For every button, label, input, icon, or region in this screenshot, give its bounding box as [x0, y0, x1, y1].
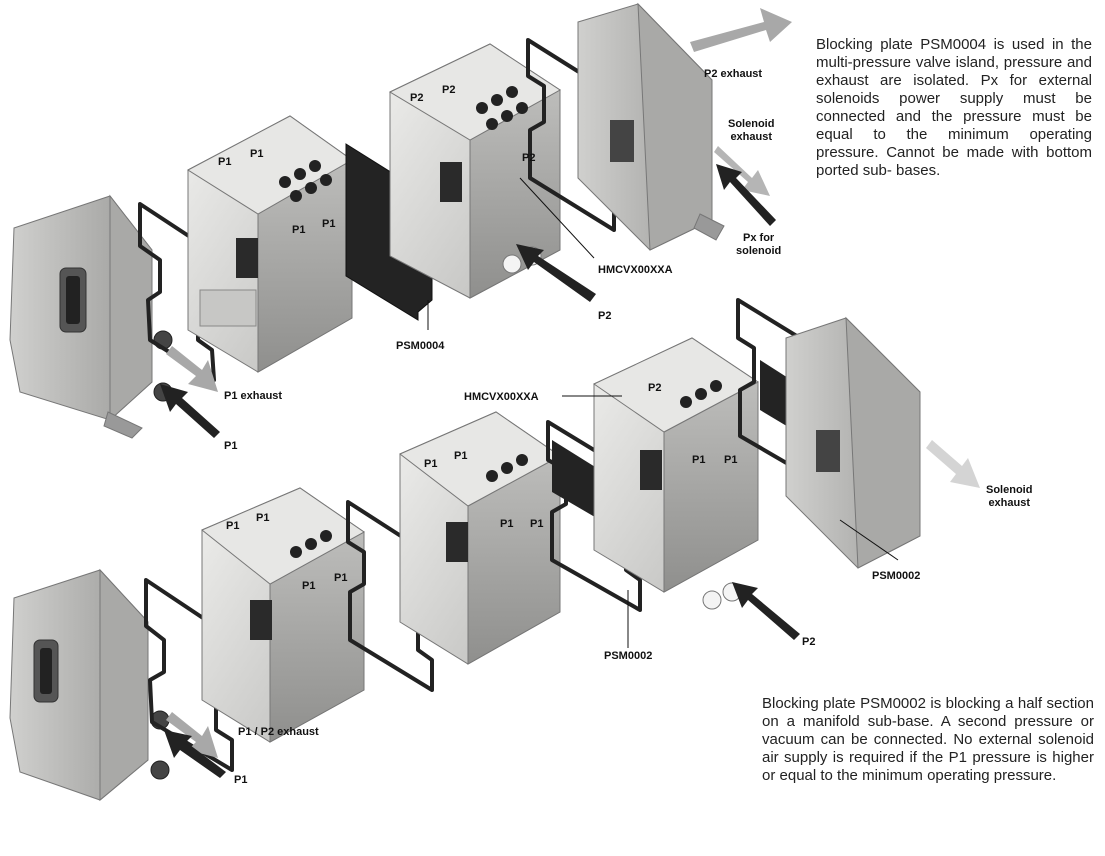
- top-valve-block-1: [188, 116, 352, 372]
- valve-mark-p1: P1: [334, 572, 347, 585]
- px-solenoid-label: Px for solenoid: [736, 232, 781, 258]
- valve-mark-p2: P2: [522, 152, 535, 165]
- p2-exhaust-label: P2 exhaust: [704, 68, 762, 81]
- solenoid-exhaust-line-1: Solenoid: [728, 118, 774, 131]
- valve-mark-p1: P1: [724, 454, 737, 467]
- p2-label-bottom: P2: [802, 636, 815, 649]
- p1-label-top: P1: [224, 440, 237, 453]
- p1-exhaust-label: P1 exhaust: [224, 390, 282, 403]
- bottom-valve-block-3: [594, 338, 758, 609]
- valve-mark-p2: P2: [648, 382, 661, 395]
- bottom-end-plate-right: [786, 318, 920, 568]
- p1-top-arrow: [160, 384, 220, 438]
- px-line-2: solenoid: [736, 245, 781, 258]
- valve-mark-p2: P2: [442, 84, 455, 97]
- valve-mark-p1: P1: [530, 518, 543, 531]
- psm0002-label-right: PSM0002: [872, 570, 920, 583]
- p2-label-top: P2: [598, 310, 611, 323]
- solenoid-exhaust-label-top: Solenoid exhaust: [728, 118, 774, 144]
- solenoid-exhaust-bottom-line-2: exhaust: [986, 497, 1032, 510]
- p2-bottom-arrow: [732, 582, 800, 640]
- p1-p2-exhaust-label: P1 / P2 exhaust: [238, 726, 319, 739]
- valve-mark-p1: P1: [218, 156, 231, 169]
- solenoid-exhaust-label-bottom: Solenoid exhaust: [986, 484, 1032, 510]
- description-psm0004: Blocking plate PSM0004 is used in the mu…: [816, 36, 1092, 180]
- valve-mark-p1: P1: [250, 148, 263, 161]
- p2-exhaust-arrow: [690, 8, 792, 52]
- valve-mark-p2: P2: [410, 92, 423, 105]
- valve-mark-p1: P1: [256, 512, 269, 525]
- solenoid-exhaust-line-2: exhaust: [728, 131, 774, 144]
- px-line-1: Px for: [736, 232, 781, 245]
- valve-mark-p1: P1: [292, 224, 305, 237]
- solenoid-exhaust-bottom-line-1: Solenoid: [986, 484, 1032, 497]
- valve-mark-p1: P1: [454, 450, 467, 463]
- psm0002-label-mid: PSM0002: [604, 650, 652, 663]
- valve-mark-p1: P1: [322, 218, 335, 231]
- description-psm0002: Blocking plate PSM0002 is blocking a hal…: [762, 695, 1094, 785]
- valve-mark-p1: P1: [226, 520, 239, 533]
- solenoid-exhaust-arrow-bottom: [926, 440, 980, 488]
- bottom-valve-block-2: [400, 412, 560, 664]
- psm0004-label: PSM0004: [396, 340, 444, 353]
- valve-mark-p1: P1: [424, 458, 437, 471]
- hmcvx-label-top: HMCVX00XXA: [598, 264, 673, 277]
- valve-mark-p1: P1: [692, 454, 705, 467]
- valve-mark-p1: P1: [500, 518, 513, 531]
- hmcvx-label-bottom: HMCVX00XXA: [464, 391, 539, 404]
- p1-label-bottom: P1: [234, 774, 247, 787]
- valve-mark-p1: P1: [302, 580, 315, 593]
